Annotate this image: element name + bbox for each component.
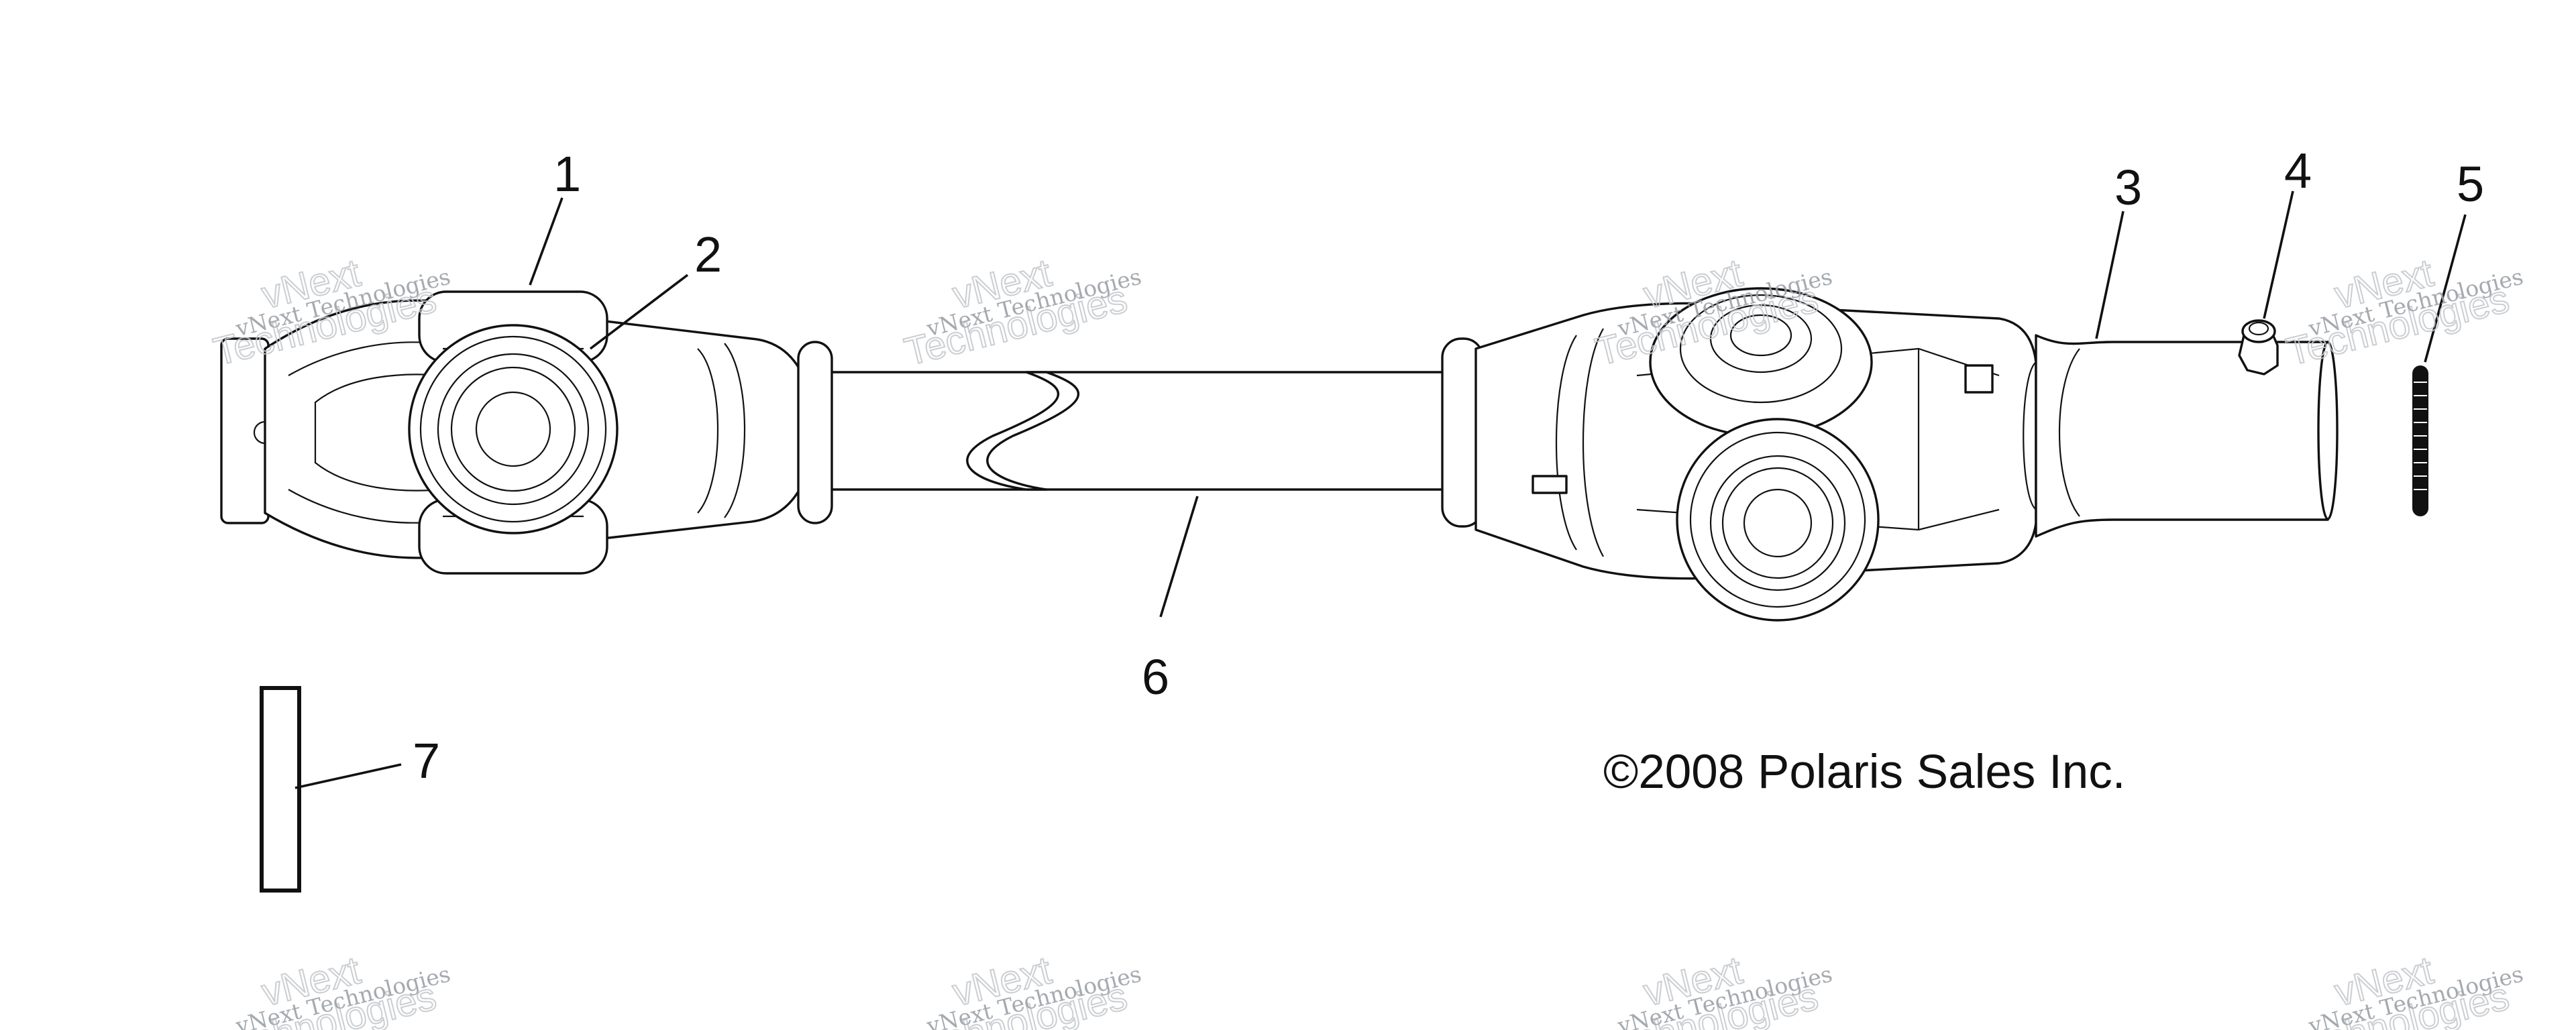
watermark: Technologies vNext vNext Technologies <box>900 948 1144 1030</box>
shaft-tube <box>797 337 1484 528</box>
callout-6: 6 <box>1142 649 1169 705</box>
watermark: Technologies vNext vNext Technologies <box>2282 250 2526 375</box>
copyright-notice: ©2008 Polaris Sales Inc. <box>1603 746 2126 799</box>
callout-5: 5 <box>2457 156 2484 212</box>
grease-fitting <box>2238 319 2279 376</box>
callout-2: 2 <box>694 227 722 282</box>
roll-pin <box>2412 365 2428 516</box>
left-universal-joint <box>220 290 816 575</box>
right-universal-joint <box>1474 287 2339 622</box>
callout-1: 1 <box>553 146 581 202</box>
callout-4: 4 <box>2284 143 2312 198</box>
decal-strip <box>260 686 301 893</box>
callout-7: 7 <box>413 733 440 789</box>
watermark: Technologies vNext vNext Technologies <box>1591 948 1835 1030</box>
callout-labels: 1 2 3 4 5 6 7 <box>413 143 2484 789</box>
watermark: Technologies vNext vNext Technologies <box>900 250 1144 375</box>
leader-lines <box>294 190 2467 789</box>
watermark: Technologies vNext vNext Technologies <box>2282 948 2526 1030</box>
watermark: Technologies vNext vNext Technologies <box>209 948 453 1030</box>
callout-3: 3 <box>2114 160 2142 215</box>
